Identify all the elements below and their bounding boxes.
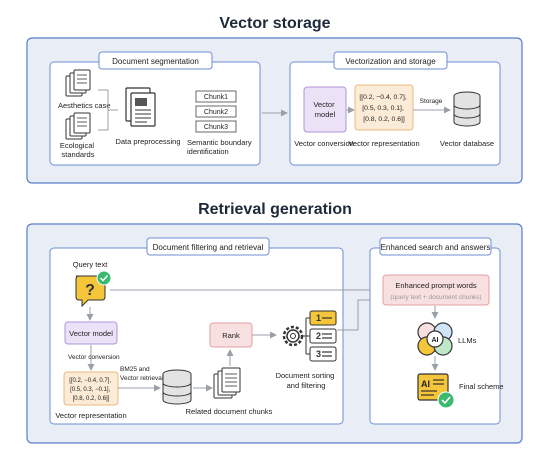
semantic-line1: Semantic boundary xyxy=(187,138,252,147)
vector-line: [[0.2, −0.4, 0.7], xyxy=(359,94,407,101)
vector-representation-label: Vector representation xyxy=(348,139,419,148)
bm25-label: BM25 and Vector retrieval xyxy=(120,366,164,382)
final-scheme-label: Final scheme xyxy=(459,382,504,391)
enhanced-title-box xyxy=(379,237,492,256)
bracket-connector xyxy=(98,89,118,131)
vector-representation-box xyxy=(354,84,414,131)
document-stack-icon xyxy=(65,69,91,97)
list-connector xyxy=(302,317,310,355)
document-stack-icon xyxy=(213,367,241,399)
vector-model-label: Vector model xyxy=(313,100,336,119)
database-icon xyxy=(453,91,481,127)
vector-line: [0.5, 0.3, −0.1], xyxy=(70,387,111,393)
segmentation-title-box xyxy=(98,51,213,70)
vector-line: [0.8, 0.2, 0.6]] xyxy=(363,116,405,123)
list-number: 2 xyxy=(316,331,321,341)
semantic-line2: identification xyxy=(187,147,229,156)
vector-line: [0.5, 0.3, 0.1], xyxy=(362,105,404,112)
vectorization-title-box xyxy=(333,51,448,70)
vector-model-label: Vector model xyxy=(69,329,113,338)
vector-representation-label: Vector representation xyxy=(55,411,126,420)
bm25-line1: BM25 and xyxy=(120,366,150,373)
query-text-label: Query text xyxy=(73,260,109,269)
vector-conversion-label: Vector conversion xyxy=(68,354,120,361)
svg-text:?: ? xyxy=(85,282,95,299)
filtering-title: Document filtering and retrieval xyxy=(153,243,264,252)
bm25-line2: Vector retrieval xyxy=(120,375,164,382)
flow-arrow xyxy=(337,296,381,331)
ecological-line2: standards xyxy=(62,150,95,159)
storage-label: Storage xyxy=(420,98,443,105)
ordered-list-icon: 1 2 3 xyxy=(309,310,337,362)
vector-values: [[0.2, −0.4, 0.7], [0.5, 0.3, 0.1], [0.8… xyxy=(359,94,408,123)
document-processing-icon xyxy=(125,87,156,127)
gear-icon xyxy=(282,325,304,347)
enhanced-title: Enhanced search and answers xyxy=(381,243,491,252)
document-stack-icon xyxy=(65,112,91,140)
database-icon xyxy=(162,369,192,405)
ecological-line1: Ecological xyxy=(60,141,95,150)
segmentation-title: Document segmentation xyxy=(112,57,199,66)
data-preprocessing-label: Data preprocessing xyxy=(115,137,180,146)
prompt-sub-label: (query text + document chunks) xyxy=(390,294,481,301)
prompt-words-label: Enhanced prompt words xyxy=(395,281,477,290)
vector-model-line1: Vector xyxy=(313,100,335,109)
chunk-label: Chunk2 xyxy=(204,109,228,116)
filtering-title-box xyxy=(146,237,270,256)
aesthetics-case-label: Aesthetics case xyxy=(58,101,111,110)
ai-label: AI xyxy=(432,337,439,344)
vector-values: [[0.2, −0.4, 0.7], [0.5, 0.3, −0.1], [0.… xyxy=(69,378,113,402)
vector-model-line2: model xyxy=(315,110,336,119)
list-number: 1 xyxy=(316,313,321,323)
chunk-box xyxy=(195,105,237,118)
sorting-label: Document sorting and filtering xyxy=(276,371,337,390)
semantic-boundary-label: Semantic boundary identification xyxy=(187,138,254,156)
list-number: 3 xyxy=(316,349,321,359)
chunk-box xyxy=(195,120,237,133)
chunk-box xyxy=(195,90,237,103)
rank-label: Rank xyxy=(222,331,240,340)
vector-conversion-label: Vector conversion xyxy=(294,139,354,148)
vectorization-title: Vectorization and storage xyxy=(345,57,436,66)
vector-storage-title: Vector storage xyxy=(219,15,330,32)
final-scheme-icon: AI xyxy=(417,373,455,409)
related-chunks-label: Related document chunks xyxy=(186,407,273,416)
chunk-label: Chunk1 xyxy=(204,94,228,101)
vector-line: [[0.2, −0.4, 0.7], xyxy=(69,378,111,384)
retrieval-generation-title: Retrieval generation xyxy=(198,201,352,218)
sorting-line1: Document sorting xyxy=(276,371,335,380)
prompt-box xyxy=(382,274,490,306)
ai-brain-icon: AI xyxy=(417,322,453,356)
vector-database-label: Vector database xyxy=(440,139,494,148)
ecological-standards-label: Ecological standards xyxy=(60,141,96,159)
llms-label: LLMs xyxy=(458,336,477,345)
sorting-line2: and filtering xyxy=(287,381,326,390)
doc-ai-label: AI xyxy=(421,379,430,389)
vector-line: [0.8, 0.2, 0.6]] xyxy=(73,396,110,402)
query-question-icon: ? xyxy=(75,270,112,308)
chunk-label: Chunk3 xyxy=(204,124,228,131)
vector-model-box xyxy=(64,321,118,345)
